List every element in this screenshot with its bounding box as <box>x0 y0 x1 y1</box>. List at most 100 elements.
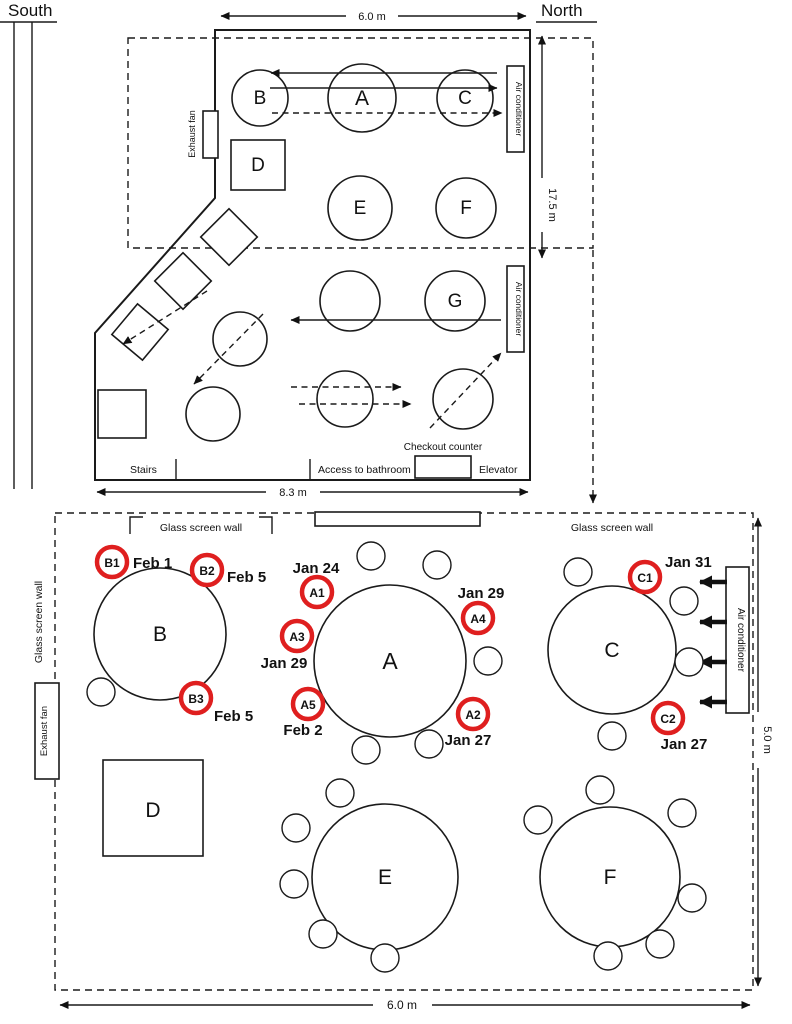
patient-a4-id: A4 <box>470 612 486 626</box>
chair <box>669 586 699 616</box>
table-d-overview <box>230 139 286 191</box>
patient-b2-onset-date: Feb 5 <box>227 569 266 586</box>
diamond-table <box>153 251 213 311</box>
table-b-label: B <box>153 623 167 646</box>
chair <box>585 775 615 805</box>
patient-a5-id: A5 <box>300 698 316 712</box>
patient-a4-marker: A4 <box>460 600 496 636</box>
patient-a1-id: A1 <box>309 586 325 600</box>
chair <box>523 805 553 835</box>
patient-a5-marker: A5 <box>290 686 326 722</box>
patient-b3-marker: B3 <box>178 680 214 716</box>
patient-c1-ring <box>627 559 663 595</box>
diamond-table <box>199 207 259 267</box>
air-conditioner-label: Air conditioner <box>735 608 746 673</box>
dimension-depth: 17.5 m <box>538 35 558 259</box>
patient-a3-ring <box>279 618 315 654</box>
chair <box>351 735 381 765</box>
air-conditioner-label: Air conditioner <box>514 82 524 137</box>
chair <box>308 919 338 949</box>
patient-a4-ring <box>460 600 496 636</box>
air-conditioner-unit <box>506 265 525 353</box>
elevator-label: Elevator <box>479 464 518 476</box>
round-table <box>212 311 268 367</box>
stairs-label: Stairs <box>130 464 157 476</box>
patient-b3-onset-date: Feb 5 <box>214 708 253 725</box>
dimension-detail-depth: 5.0 m <box>754 517 773 987</box>
table-b-detail <box>93 567 227 701</box>
patient-b1-marker: B1 <box>94 544 130 580</box>
dimension-detail-width-label: 6.0 m <box>387 998 417 1012</box>
chair <box>473 646 503 676</box>
patient-b3-ring <box>178 680 214 716</box>
patient-c2-onset-date: Jan 27 <box>661 736 708 753</box>
table-a-label: A <box>382 648 398 674</box>
table-f-overview <box>435 177 497 239</box>
table-e-label: E <box>378 866 392 889</box>
exhaust-fan-unit <box>202 110 219 159</box>
patient-b2-ring <box>189 552 225 588</box>
patient-b1-onset-date: Feb 1 <box>133 555 172 572</box>
table-b-overview <box>231 69 289 127</box>
table-a-overview <box>327 63 397 133</box>
airflow-return-arrow <box>429 352 502 429</box>
glass-screen-wall-label: Glass screen wall <box>160 522 242 534</box>
patient-c2-ring <box>650 700 686 736</box>
patient-a1-onset-date: Jan 24 <box>293 560 340 577</box>
glass-wall-bracket <box>259 516 273 534</box>
table-b-label: B <box>254 88 267 109</box>
dimension-width-top: 6.0 m <box>220 11 527 23</box>
chair <box>279 869 309 899</box>
chair <box>597 721 627 751</box>
table-a-detail <box>313 584 467 738</box>
table-f-label: F <box>460 198 472 219</box>
glass-screen-panel <box>314 511 481 527</box>
patient-c1-onset-date: Jan 31 <box>665 554 712 571</box>
air-conditioner-unit <box>725 566 750 714</box>
dimension-depth-label: 17.5 m <box>546 188 558 222</box>
patient-b1-id: B1 <box>104 556 120 570</box>
table-d-label: D <box>251 155 265 176</box>
patient-c1-marker: C1 <box>627 559 663 595</box>
air-conditioner-label: Air conditioner <box>514 282 524 337</box>
glass-wall-bracket <box>129 516 143 534</box>
patient-a1-marker-index-case: A1 <box>299 574 335 610</box>
chair <box>667 798 697 828</box>
table-a-label: A <box>355 87 369 110</box>
checkout-counter-label: Checkout counter <box>404 442 483 453</box>
dimension-detail-depth-label: 5.0 m <box>761 726 773 754</box>
dimension-width-bottom: 8.3 m <box>96 487 529 499</box>
patient-a3-onset-date: Jan 29 <box>261 655 308 672</box>
patient-a4-onset-date: Jan 29 <box>458 585 505 602</box>
checkout-counter <box>414 455 472 479</box>
table-f-label: F <box>604 866 617 889</box>
round-table <box>316 370 374 428</box>
table-d-label: D <box>145 799 160 822</box>
patient-b1-ring <box>94 544 130 580</box>
chair <box>674 647 704 677</box>
chair <box>645 929 675 959</box>
chair <box>563 557 593 587</box>
table-c-label: C <box>604 639 619 662</box>
patient-c1-id: C1 <box>637 571 653 585</box>
table-c-overview <box>436 69 494 127</box>
dimension-detail-width: 6.0 m <box>59 998 751 1012</box>
air-conditioner-unit <box>506 65 525 153</box>
patient-a3-id: A3 <box>289 630 305 644</box>
square-table <box>97 389 147 439</box>
chair <box>677 883 707 913</box>
chair <box>86 677 116 707</box>
patient-c2-marker: C2 <box>650 700 686 736</box>
table-d-detail <box>102 759 204 857</box>
table-e-overview <box>327 175 393 241</box>
compass-north-label: North <box>541 1 583 20</box>
chair <box>281 813 311 843</box>
glass-screen-wall-label: Glass screen wall <box>571 522 653 534</box>
patient-b3-id: B3 <box>188 692 204 706</box>
lower-detail-plan: Glass screen wall Glass screen wall Glas… <box>33 511 773 1012</box>
chair <box>593 941 623 971</box>
chair <box>414 729 444 759</box>
round-table <box>319 270 381 332</box>
airflow-return-arrow <box>193 313 264 385</box>
